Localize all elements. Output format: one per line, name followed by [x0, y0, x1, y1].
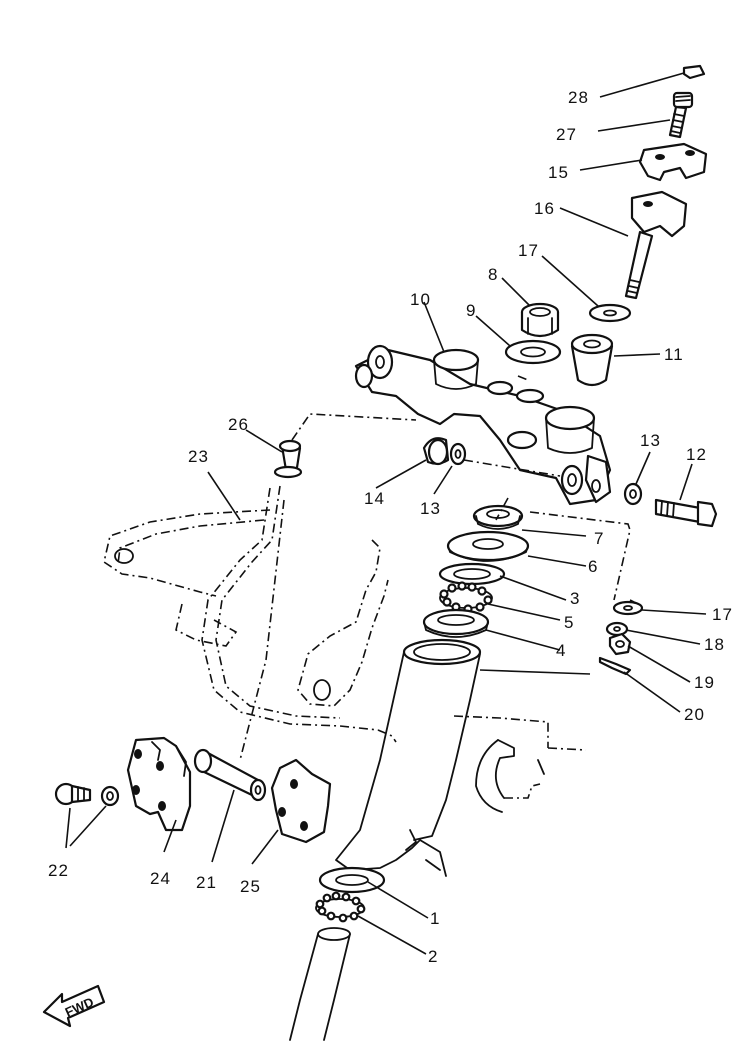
callout-11: 11 [664, 345, 684, 364]
callout-15: 15 [548, 163, 569, 182]
part-23-headlight-stay [103, 485, 397, 743]
part-8-stem-nut [520, 302, 560, 338]
part-17-washer-right [612, 600, 644, 616]
part-6-cover [446, 530, 530, 562]
fwd-arrow-icon: FWD [42, 984, 106, 1028]
part-1-lower-race [318, 866, 386, 894]
part-16-lower-holder [624, 190, 688, 300]
part-13-washer-right [623, 482, 643, 506]
callout-1: 1 [430, 909, 440, 928]
callout-26: 26 [228, 415, 249, 434]
part-21-bolt [668, 91, 694, 139]
callout-17-right: 17 [712, 605, 733, 624]
callout-18: 18 [704, 635, 725, 654]
callout-16: 16 [534, 199, 555, 218]
callout-21: 27 [556, 125, 577, 144]
callout-24: 24 [150, 869, 171, 888]
callout-3: 3 [570, 589, 580, 608]
part-9-washer [504, 339, 562, 365]
callout-2: 2 [428, 947, 438, 966]
part-28-bolt-washer [54, 782, 120, 807]
callout-22: 28 [568, 88, 589, 107]
callout-17-upper: 17 [518, 241, 539, 260]
leader-lines [65, 72, 707, 955]
stem-shaft-lower [289, 927, 351, 1041]
part-19-nut [608, 632, 632, 656]
callout-8: 8 [488, 265, 498, 284]
callout-4: 4 [556, 641, 566, 660]
part-13-washer-left [449, 442, 467, 466]
part-3-race [438, 562, 506, 586]
callout-5: 5 [564, 613, 574, 632]
part-20-cotter-pin [598, 656, 632, 676]
callout-13-right: 13 [640, 431, 661, 450]
part-18-washer [605, 621, 629, 637]
callout-13-left: 13 [420, 499, 441, 518]
callout-19: 19 [694, 673, 715, 692]
callout-7: 7 [594, 529, 604, 548]
part-15-upper-holder [638, 142, 708, 182]
part-5-ball-bearing [439, 581, 493, 614]
part-17-washer-upper [588, 303, 632, 323]
fwd-label: FWD [63, 994, 96, 1020]
callout-23: 23 [188, 447, 209, 466]
part-11-damper [570, 333, 614, 387]
callout-27: 21 [196, 873, 217, 892]
part-25-bracket [270, 758, 332, 844]
callout-6: 6 [588, 557, 598, 576]
part-27-collar [193, 748, 267, 802]
callout-labels: 28 27 15 16 17 8 10 9 11 26 23 13 12 14 … [48, 88, 733, 966]
callout-25: 25 [240, 877, 261, 896]
callout-14: 14 [364, 489, 385, 508]
part-2-lower-bearing [315, 891, 366, 923]
assembly-lines [239, 375, 639, 761]
part-26-collar [273, 439, 303, 479]
part-24-bracket [126, 736, 192, 832]
callout-9: 9 [466, 301, 476, 320]
part-14-cap-nut [422, 437, 450, 466]
part-12-pinch-bolt [654, 498, 718, 528]
callout-10: 10 [410, 290, 431, 309]
callout-20: 20 [684, 705, 705, 724]
steering-stem [335, 638, 587, 877]
part-22-cap [682, 64, 706, 80]
part-10-upper-bracket [354, 344, 612, 506]
callout-12: 12 [686, 445, 707, 464]
callout-28: 22 [48, 861, 69, 880]
part-4-race [422, 608, 490, 638]
